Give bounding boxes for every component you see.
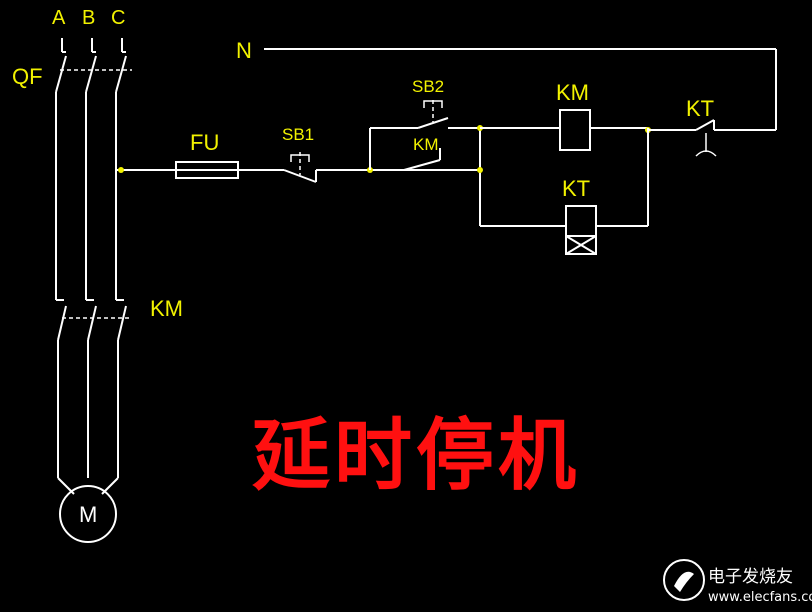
sb1-contact (283, 169, 317, 183)
kt-delay-cross-2 (565, 235, 597, 255)
label-km-hold: KM (413, 135, 439, 154)
qf-blade-a (55, 55, 67, 93)
labels: A B C QF N FU SB1 SB2 KM KM KT KT KM M (12, 7, 714, 527)
diagram-title: 延时停机 (252, 410, 580, 501)
label-km-main: KM (150, 296, 183, 321)
watermark-text: 电子发烧友 (708, 567, 793, 587)
label-phase-b: B (82, 7, 95, 29)
kt-contact-blade (695, 119, 715, 131)
qf-blade-c (115, 55, 127, 93)
label-motor: M (79, 502, 97, 527)
label-neutral: N (236, 38, 252, 63)
km-main-blade-c (117, 305, 127, 341)
watermark-logo-mark (674, 571, 694, 592)
sb1-button-cap (290, 154, 310, 162)
label-kt-contact: KT (686, 96, 714, 121)
phase-lines (55, 38, 132, 543)
label-sb2: SB2 (412, 77, 444, 96)
km-hold-contact (403, 159, 441, 171)
watermark: 电子发烧友 www.elecfans.com (663, 559, 812, 605)
motor-circle (59, 485, 117, 543)
watermark-url: www.elecfans.com (708, 590, 812, 605)
junction-dot-mid (477, 167, 483, 173)
label-km-coil: KM (556, 80, 589, 105)
km-coil (559, 109, 591, 151)
label-qf: QF (12, 64, 43, 89)
control-circuit (116, 48, 777, 255)
junction-dot-c (118, 167, 124, 173)
label-kt-coil: KT (562, 176, 590, 201)
label-phase-a: A (52, 7, 66, 29)
kt-coil (565, 205, 597, 237)
label-fuse: FU (190, 130, 219, 155)
label-sb1: SB1 (282, 125, 314, 144)
sb2-button-cap (423, 100, 443, 108)
km-main-blade-b (87, 305, 97, 341)
sb2-contact (417, 117, 449, 129)
label-phase-c: C (111, 7, 125, 29)
km-main-blade-a (57, 305, 67, 341)
kt-coil-delay-box (565, 235, 597, 255)
qf-blade-b (85, 55, 97, 93)
watermark-logo-icon (663, 559, 705, 601)
